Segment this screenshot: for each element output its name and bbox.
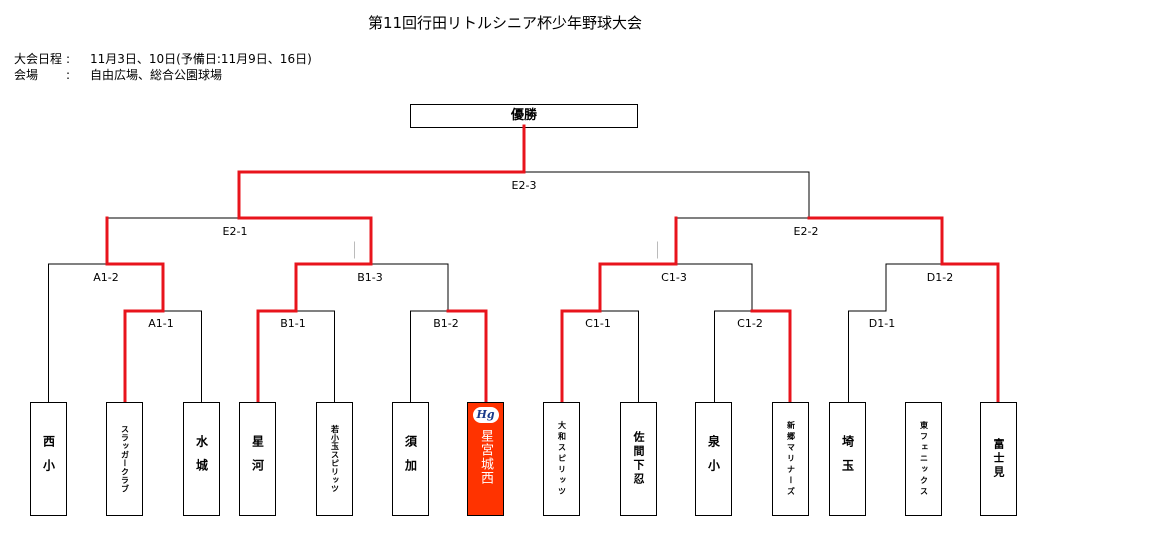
team-izumi-sho: 泉小: [695, 402, 732, 516]
team-name: 東フェニックス: [919, 420, 929, 498]
team-yamato-spirits: 大和スピリッツ: [543, 402, 580, 516]
path-slugger: [105, 216, 165, 404]
schedule-colon: :: [66, 52, 71, 66]
match-label-c1-1: C1-1: [585, 317, 611, 330]
match-label-a1-2: A1-2: [93, 271, 119, 284]
match-label-d1-1: D1-1: [868, 317, 896, 330]
venue-info: 会場: 自由広場、総合公園球場: [14, 66, 222, 83]
match-label-b1-3: B1-3: [357, 271, 383, 284]
schedule-info: 大会日程: 11月3日、10日(予備日:11月9日、16日): [14, 50, 312, 67]
team-shingo-mariners: 新郷マリナーズ: [772, 402, 809, 516]
match-label-b1-1: B1-1: [280, 317, 306, 330]
team-name: 星河: [250, 435, 265, 483]
match-label-c1-3: C1-3: [661, 271, 687, 284]
team-fujimi: 富士見: [980, 402, 1017, 516]
team-name: 西小: [41, 435, 56, 483]
match-label-c1-2: C1-2: [737, 317, 763, 330]
schedule-label: 大会日程: [14, 52, 63, 66]
team-mizuki: 水城: [183, 402, 220, 516]
team-slugger-club: スラッガークラブ: [106, 402, 143, 516]
venue-label: 会場: [14, 68, 39, 82]
team-saitama: 埼玉: [829, 402, 866, 516]
match-label-d1-2: D1-2: [926, 271, 954, 284]
team-name: 埼玉: [840, 435, 855, 483]
venue-value: 自由広場、総合公園球場: [90, 68, 223, 82]
team-name: 須加: [403, 435, 418, 483]
path-yamato: [560, 216, 678, 404]
match-label-e2-1: E2-1: [222, 225, 248, 238]
team-name: スラッガークラブ: [120, 425, 130, 493]
team-name: 新郷マリナーズ: [786, 420, 796, 498]
team-name: 泉小: [706, 435, 721, 483]
team-suka: 須加: [392, 402, 429, 516]
team-nishisho: 西小: [30, 402, 67, 516]
path-hoshimiya: [446, 309, 488, 404]
venue-colon: :: [66, 68, 71, 82]
team-name: 若小玉スピリッツ: [330, 425, 340, 493]
match-label-e2-2: E2-2: [793, 225, 819, 238]
team-logo-icon: Hg: [472, 407, 499, 423]
match-label-a1-1: A1-1: [148, 317, 174, 330]
team-name: 佐間下忍: [632, 431, 645, 487]
match-label-e2-3: E2-3: [511, 179, 537, 192]
path-seiga: [237, 124, 526, 404]
team-name: 大和スピリッツ: [557, 420, 567, 498]
team-name: 水城: [194, 435, 209, 483]
path-shingo: [750, 309, 792, 404]
team-samashimo-oshi: 佐間下忍: [620, 402, 657, 516]
schedule-value: 11月3日、10日(予備日:11月9日、16日): [90, 52, 312, 66]
team-name: 富士見: [992, 438, 1005, 480]
team-name: 星宮城西: [478, 429, 493, 485]
team-seiga: 星河: [239, 402, 276, 516]
match-label-b1-2: B1-2: [433, 317, 459, 330]
page-title: 第11回行田リトルシニア杯少年野球大会: [367, 14, 643, 32]
team-hoshimiya-josai: Hg 星宮城西: [467, 402, 504, 516]
team-higashi-phoenix: 東フェニックス: [905, 402, 942, 516]
team-wakakodama-spirits: 若小玉スピリッツ: [316, 402, 353, 516]
path-fujimi: [807, 216, 1000, 404]
